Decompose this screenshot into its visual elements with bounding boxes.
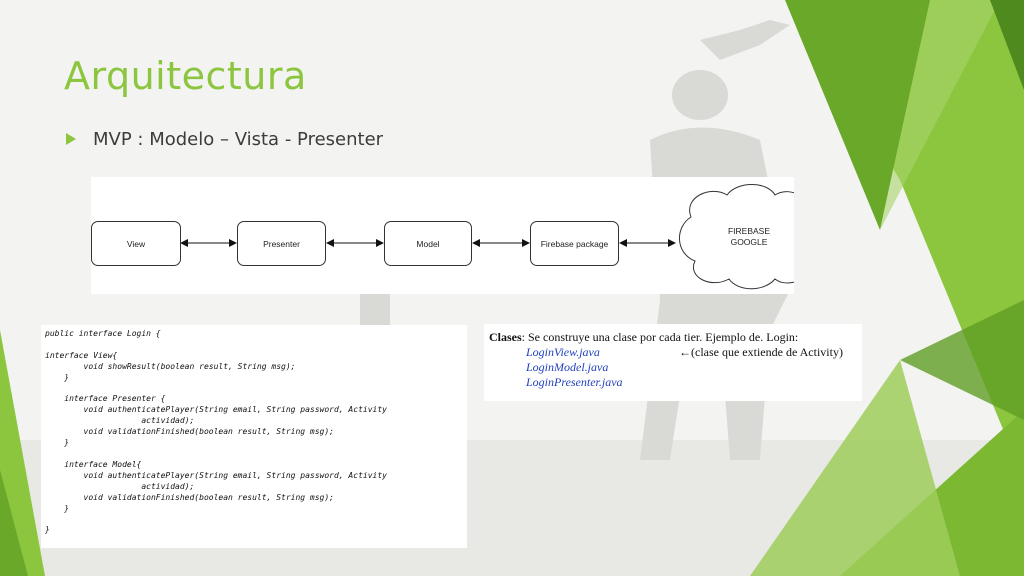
slide-title: Arquitectura — [64, 54, 307, 98]
bullet-text: MVP : Modelo – Vista - Presenter — [93, 129, 384, 150]
code-line: interface Model{ — [45, 459, 142, 469]
green-mid-dark — [900, 300, 1024, 420]
code-line: } — [45, 438, 70, 448]
file-loginpresenter: LoginPresenter.java — [526, 375, 623, 389]
code-line: } — [45, 503, 70, 513]
green-panel-light — [880, 0, 1000, 230]
code-line: interface View{ — [45, 350, 118, 360]
code-line: void validationFinished(boolean result, … — [45, 427, 334, 437]
code-line: void validationFinished(boolean result, … — [45, 492, 334, 502]
cloud-shape — [679, 184, 794, 290]
green-panel-dark — [785, 0, 930, 230]
clases-label: Clases — [489, 330, 522, 344]
clases-line1: Clases: Se construye una clase por cada … — [489, 330, 798, 345]
cloud-label-line1: FIREBASE — [728, 226, 770, 236]
green-corner-dark — [990, 0, 1024, 90]
code-line: void authenticatePlayer(String email, St… — [45, 405, 387, 415]
node-model: Model — [384, 221, 472, 266]
clases-box: Clases: Se construye una clase por cada … — [484, 324, 862, 401]
green-lower-panel — [750, 360, 960, 576]
node-presenter: Presenter — [237, 221, 326, 266]
node-firebase-package: Firebase package — [530, 221, 619, 266]
green-panel-main — [790, 0, 1024, 576]
diagram-arrows: FIREBASE GOOGLE — [180, 184, 794, 290]
code-line: public interface Login { — [45, 329, 161, 338]
clases-description: : Se construye una clase por cada tier. … — [521, 330, 799, 344]
code-text: public interface Login { interface View{… — [41, 325, 467, 536]
file-loginview: LoginView.java — [526, 345, 600, 359]
cloud-label-line2: GOOGLE — [731, 237, 768, 247]
bullet-arrow-icon — [66, 133, 76, 145]
code-line: actividad); — [45, 481, 195, 491]
architecture-diagram: FIREBASE GOOGLE View Presenter Model Fir… — [91, 177, 794, 294]
code-line: void showResult(boolean result, String m… — [45, 361, 296, 371]
code-line: } — [45, 372, 70, 382]
loginview-note: ←(clase que extiende de Activity) — [679, 345, 843, 359]
code-line: } — [45, 525, 50, 535]
code-listing: public interface Login { interface View{… — [41, 325, 467, 548]
code-line: actividad); — [45, 416, 195, 426]
green-left-dark — [0, 470, 28, 576]
code-line: void authenticatePlayer(String email, St… — [45, 470, 387, 480]
node-view: View — [91, 221, 181, 266]
code-line: interface Presenter { — [45, 394, 166, 404]
file-loginmodel: LoginModel.java — [526, 360, 609, 374]
